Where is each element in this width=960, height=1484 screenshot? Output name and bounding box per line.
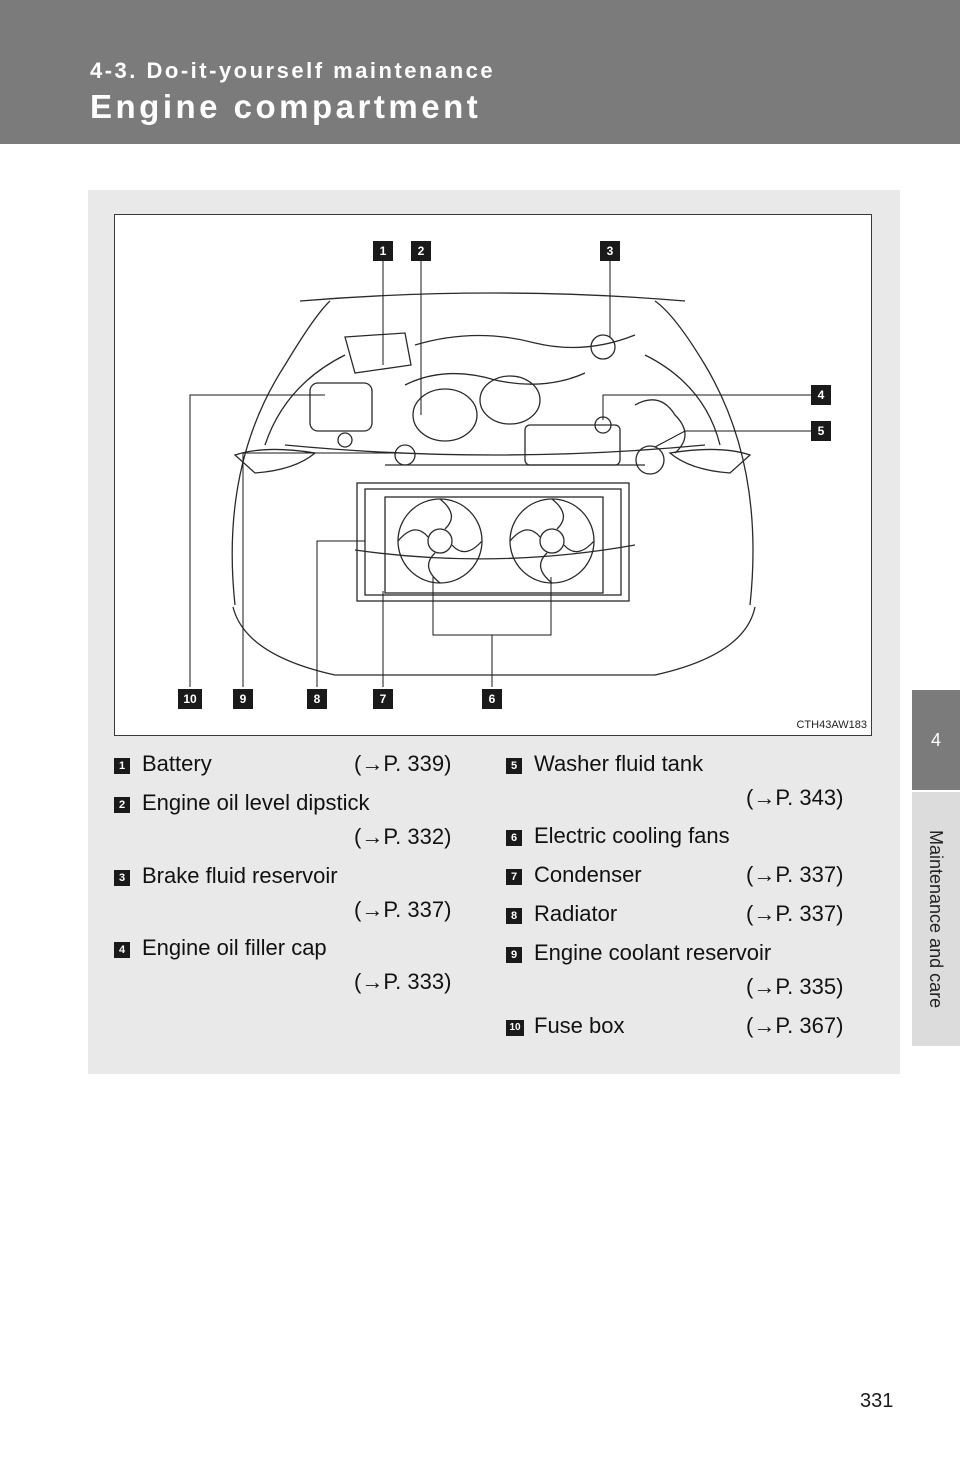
marker-1: 1 bbox=[114, 758, 130, 774]
marker-6: 6 bbox=[506, 830, 522, 846]
chapter-number: 4 bbox=[930, 730, 941, 750]
legend-item: 10 Fuse box (→P. 367) bbox=[506, 1013, 866, 1043]
legend-item: 5 Washer fluid tank (→P. 343) bbox=[506, 751, 866, 811]
legend-item: 7 Condenser (→P. 337) bbox=[506, 862, 866, 892]
marker-5: 5 bbox=[506, 758, 522, 774]
page-reference-link[interactable]: (→P. 335) bbox=[746, 974, 844, 999]
svg-text:5: 5 bbox=[818, 424, 825, 438]
marker-4: 4 bbox=[114, 942, 130, 958]
svg-text:2: 2 bbox=[418, 244, 425, 258]
legend-item: 8 Radiator (→P. 337) bbox=[506, 901, 866, 931]
content-panel: 1 2 3 4 5 6 7 8 9 10 CTH43AW183 1 Batter… bbox=[88, 190, 900, 1074]
figure-code: CTH43AW183 bbox=[796, 719, 867, 731]
marker-9: 9 bbox=[506, 947, 522, 963]
legend-label: Radiator bbox=[534, 901, 618, 926]
page-reference-link[interactable]: (→P. 337) bbox=[746, 901, 844, 926]
legend-label: Brake fluid reservoir bbox=[142, 863, 338, 888]
legend-item: 1 Battery (→P. 339) bbox=[114, 751, 474, 781]
legend-label: Engine coolant reservoir bbox=[534, 940, 772, 965]
svg-text:9: 9 bbox=[240, 692, 247, 706]
engine-compartment-illustration: 1 2 3 4 5 6 7 8 9 10 CTH43AW183 bbox=[114, 214, 872, 736]
page-reference-link[interactable]: (→P. 332) bbox=[354, 824, 452, 849]
engine-drawing: 1 2 3 4 5 6 7 8 9 10 bbox=[178, 241, 831, 709]
page-number: 331 bbox=[860, 1390, 894, 1412]
marker-7: 7 bbox=[506, 869, 522, 885]
legend-label: Fuse box bbox=[534, 1013, 625, 1038]
chapter-label: Maintenance and care bbox=[926, 829, 946, 1009]
marker-10: 10 bbox=[506, 1020, 524, 1036]
legend-label: Electric cooling fans bbox=[534, 823, 730, 848]
page-header: 4-3. Do-it-yourself maintenance Engine c… bbox=[0, 0, 960, 144]
page-reference-link[interactable]: (→P. 339) bbox=[354, 751, 452, 776]
legend-item: 2 Engine oil level dipstick (→P. 332) bbox=[114, 790, 474, 850]
legend-label: Engine oil level dipstick bbox=[142, 790, 370, 815]
svg-text:4: 4 bbox=[818, 388, 825, 402]
legend-item: 3 Brake fluid reservoir (→P. 337) bbox=[114, 863, 474, 923]
page-reference-link[interactable]: (→P. 337) bbox=[746, 862, 844, 887]
marker-2: 2 bbox=[114, 797, 130, 813]
marker-3: 3 bbox=[114, 870, 130, 886]
page-reference-link[interactable]: (→P. 367) bbox=[746, 1013, 844, 1038]
page-reference-link[interactable]: (→P. 343) bbox=[746, 785, 844, 810]
svg-text:8: 8 bbox=[314, 692, 321, 706]
svg-text:10: 10 bbox=[183, 692, 197, 706]
legend-label: Condenser bbox=[534, 862, 642, 887]
page-title: Engine compartment bbox=[90, 88, 482, 125]
legend-item: 4 Engine oil filler cap (→P. 333) bbox=[114, 935, 474, 995]
chapter-tab[interactable]: 4 bbox=[912, 690, 960, 790]
legend-label: Battery bbox=[142, 751, 212, 776]
legend-label: Washer fluid tank bbox=[534, 751, 704, 776]
page-reference-link[interactable]: (→P. 337) bbox=[354, 897, 452, 922]
legend-item: 9 Engine coolant reservoir (→P. 335) bbox=[506, 940, 866, 1000]
svg-text:1: 1 bbox=[380, 244, 387, 258]
page-reference-link[interactable]: (→P. 333) bbox=[354, 969, 452, 994]
svg-text:3: 3 bbox=[607, 244, 614, 258]
svg-text:7: 7 bbox=[380, 692, 387, 706]
marker-8: 8 bbox=[506, 908, 522, 924]
legend-item: 6 Electric cooling fans bbox=[506, 823, 866, 853]
callout-markers: 1 2 3 4 5 6 7 8 9 10 bbox=[178, 241, 831, 709]
chapter-label-tab: Maintenance and care bbox=[912, 792, 960, 1046]
svg-text:6: 6 bbox=[489, 692, 496, 706]
legend-label: Engine oil filler cap bbox=[142, 935, 327, 960]
section-title: 4-3. Do-it-yourself maintenance bbox=[90, 58, 496, 83]
